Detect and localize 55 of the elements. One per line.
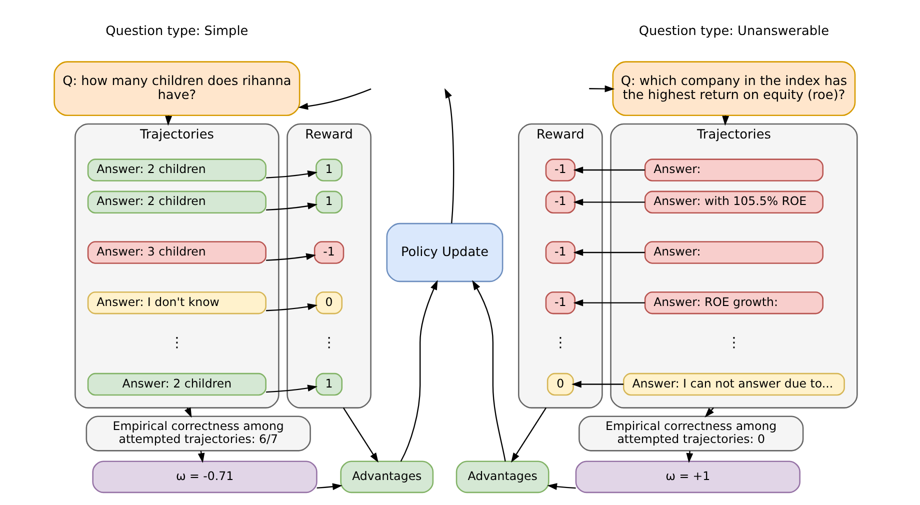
node-box: Answer: I can not answer due to... [622,372,845,396]
node-box: 0 [546,372,574,396]
node-box: Empirical correctness among attempted trajectories: 6/7 [86,416,311,452]
node-box: Advantages [456,460,550,494]
node-box: -1 [545,241,576,264]
arrow [266,253,316,261]
arrow [342,408,378,463]
arrow [511,408,547,463]
arrow [573,198,645,206]
node-box: Answer: I don't know [87,292,266,314]
arrow [572,380,624,388]
node-box: ω = -0.71 [92,460,318,494]
arrow [573,249,645,256]
arrow [298,88,372,110]
arrow [573,166,645,174]
node-box: Policy Update [386,222,504,282]
arrow [722,116,730,126]
arrow [266,303,318,312]
arrow [266,384,318,393]
node-box: Advantages [340,460,434,494]
arrow [589,85,615,92]
node-box: Answer: 2 children [87,372,266,396]
node-box: ω = +1 [575,460,800,494]
node-box: Answer: 2 children [87,158,266,182]
arrow [686,450,694,464]
arrow [266,170,318,178]
node-box: 0 [316,292,343,314]
arrow [165,116,172,126]
node-box: Answer: with 105.5% ROE [644,190,824,214]
arrow [266,202,318,211]
node-box: -1 [545,190,576,214]
label: Question type: Unanswerable [638,24,829,40]
node-box: 1 [316,372,343,396]
arrow [472,280,506,462]
label: ⋮ [727,335,741,352]
label: ⋮ [170,335,184,352]
arrow [444,88,454,224]
label: ⋮ [322,335,336,352]
arrow [316,483,342,490]
node-box: Empirical correctness among attempted trajectories: 0 [578,416,804,452]
arrow [400,280,438,462]
node-box: Answer: [644,241,824,264]
node-box: Answer: 3 children [87,241,266,264]
node-box: -1 [545,158,576,182]
label: ⋮ [553,335,568,352]
node-box: Answer: 2 children [87,190,266,214]
node-box: Answer: [644,158,824,182]
arrow [547,483,576,490]
node-box: 1 [316,158,343,182]
node-box: Answer: ROE growth: [644,292,824,314]
arrow [573,299,645,306]
label: Question type: Simple [106,24,248,40]
node-box: -1 [314,241,344,264]
node-box: 1 [316,190,343,214]
node-box: -1 [545,292,576,314]
